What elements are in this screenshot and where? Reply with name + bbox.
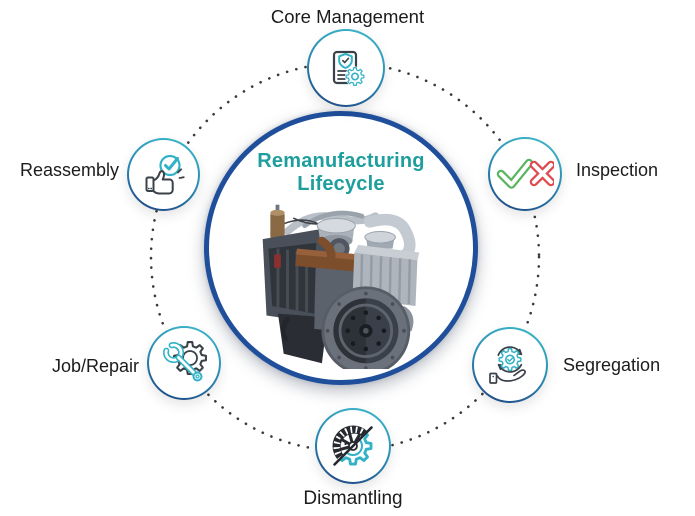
half-wheel-gear-icon <box>326 419 375 468</box>
node-job-repair-label: Job/Repair <box>51 356 139 376</box>
node-inspection-label: Inspection <box>576 160 659 180</box>
node-segregation-label: Segregation <box>563 355 661 375</box>
check-cross-icon <box>496 158 554 189</box>
diesel-engine-image <box>262 204 420 369</box>
node-job-repair-circle <box>147 326 221 400</box>
document-shield-gear-icon <box>332 50 365 87</box>
center-title-line2: Lifecycle <box>297 173 385 195</box>
node-reassembly-circle <box>127 138 200 211</box>
node-segregation-circle <box>472 327 548 403</box>
wrench-gear-icon <box>163 341 207 382</box>
node-inspection-circle <box>488 137 562 211</box>
node-dismantling-circle <box>315 408 391 484</box>
center-title-line1: Remanufacturing <box>257 150 425 172</box>
thumbs-up-check-icon <box>145 154 185 194</box>
center-circle: Remanufacturing Lifecycle <box>204 111 478 385</box>
hand-holding-gear-cycle-icon <box>489 346 526 384</box>
node-dismantling-label: Dismantling <box>303 488 403 509</box>
node-core-management-label: Core Management <box>270 6 425 27</box>
center-title: Remanufacturing Lifecycle <box>257 150 424 196</box>
node-core-management-circle <box>307 29 385 107</box>
node-reassembly-label: Reassembly <box>19 160 119 180</box>
